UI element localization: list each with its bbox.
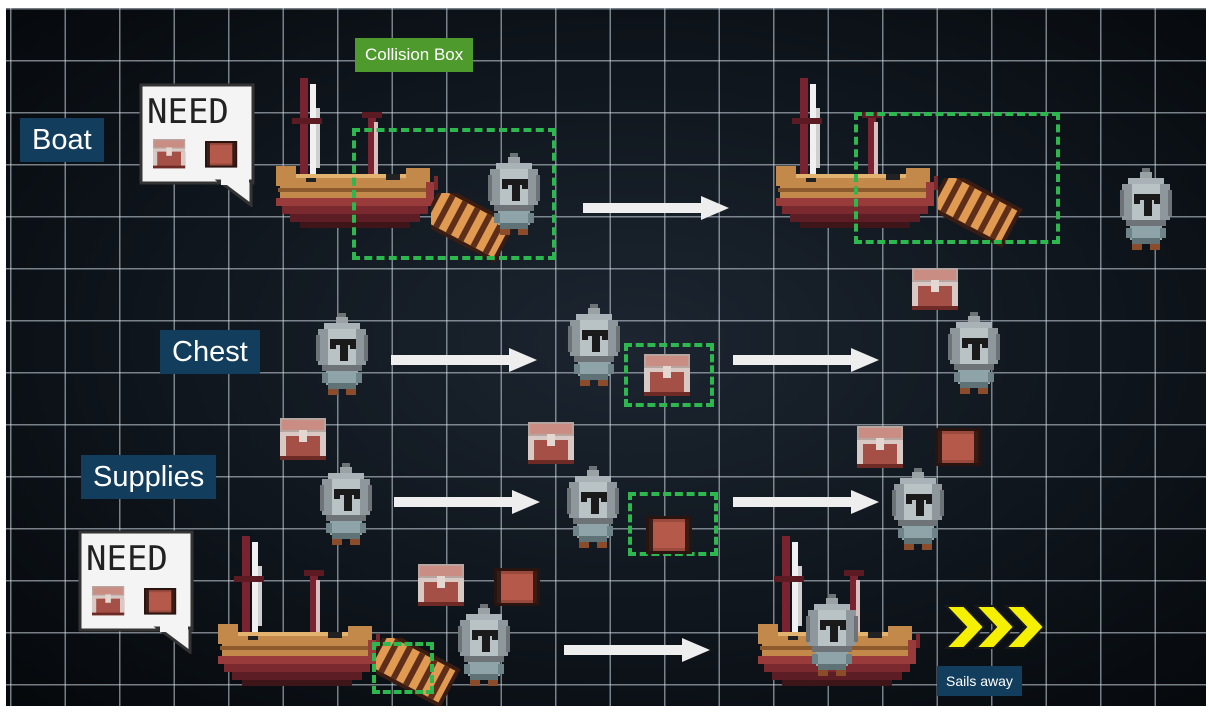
chest-icon [644, 354, 690, 396]
knight-icon [948, 312, 1000, 394]
chest-label: Chest [160, 330, 260, 374]
supply-crate-icon [494, 568, 540, 606]
need-text: NEED [147, 92, 229, 132]
supply-crate-icon [935, 428, 981, 466]
boat-label: Boat [20, 118, 104, 162]
knight-icon [568, 304, 620, 386]
collision-box [372, 642, 434, 694]
supplies-label: Supplies [81, 455, 217, 499]
supply-crate-icon [144, 588, 177, 615]
knight-icon [567, 466, 619, 548]
arrow-right-icon [391, 348, 537, 372]
knight-icon [316, 313, 368, 395]
arrow-right-icon [564, 638, 710, 662]
knight-icon [806, 594, 858, 676]
boat-icon [218, 536, 380, 686]
supply-crate-icon [205, 141, 238, 168]
diagram-canvas: Collision Box Boat Chest Supplies Sails … [6, 8, 1206, 706]
chest-icon [153, 139, 186, 169]
collision-box [854, 112, 1060, 244]
chest-icon [280, 418, 326, 460]
sails-away-label: Sails away [937, 666, 1022, 696]
chest-icon [528, 422, 574, 464]
arrow-right-icon [733, 490, 879, 514]
collision-box [352, 128, 556, 260]
arrow-right-icon [394, 490, 540, 514]
chevron-right-icon [943, 605, 1046, 649]
knight-icon [1120, 168, 1172, 250]
arrow-right-icon [583, 196, 729, 220]
chest-icon [912, 268, 958, 310]
speech-bubble-bottom: NEED [78, 530, 194, 654]
collision-box [624, 343, 714, 407]
speech-bubble-top: NEED [139, 83, 255, 207]
arrow-right-icon [733, 348, 879, 372]
collision-box-label: Collision Box [355, 38, 474, 72]
collision-box [628, 492, 718, 556]
knight-icon [458, 604, 510, 686]
need-text: NEED [86, 539, 168, 579]
chest-icon [418, 564, 464, 606]
chest-icon [857, 426, 903, 468]
chest-icon [92, 586, 125, 616]
supply-crate-icon [646, 516, 692, 554]
